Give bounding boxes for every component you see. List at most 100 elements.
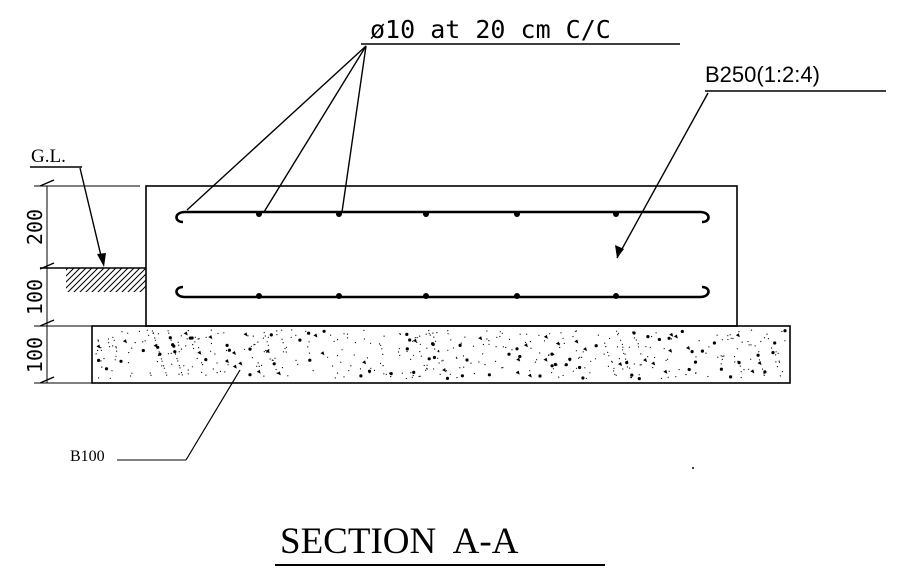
speckle-dot (272, 362, 276, 366)
speckle-dot (119, 359, 123, 363)
speckle-dot (267, 336, 269, 338)
speckle-dot (363, 338, 365, 340)
speckle-dot (282, 342, 284, 344)
speckle-dot (721, 358, 723, 360)
speckle-dot (262, 337, 264, 339)
dimension-bottom: 100 (23, 337, 47, 373)
speckle-dot (562, 337, 564, 339)
speckle-dot (462, 355, 465, 357)
dimension-top: 200 (23, 209, 47, 245)
speckle-dot (651, 335, 653, 338)
speckle-dot (716, 334, 718, 336)
speckle-dot (187, 330, 189, 332)
speckle-dot (281, 338, 283, 340)
speckle-dot (640, 353, 642, 355)
speckle-dot (739, 365, 741, 367)
speckle-dot (127, 362, 130, 364)
speckle-dot (433, 368, 435, 370)
speckle-dot (548, 354, 550, 356)
speckle-dot (264, 335, 266, 337)
lean-concrete-label: B100 (70, 448, 105, 465)
speckle-dot (114, 359, 116, 361)
speckle-dot (180, 348, 183, 350)
speckle-dot (665, 359, 667, 361)
speckle-dot (161, 365, 163, 367)
speckle-dot (198, 338, 200, 340)
speckle-dot (434, 340, 437, 342)
speckle-dot (168, 336, 172, 340)
speckle-dot (622, 368, 624, 370)
speckle-dot (553, 362, 558, 367)
speckle-dot (589, 372, 591, 374)
speckle-dot (190, 336, 194, 340)
speckle-dot (171, 363, 173, 365)
speckle-dot (758, 351, 760, 353)
speckle-dot (131, 347, 133, 349)
speckle-dot (186, 338, 188, 340)
speckle-dot (487, 373, 491, 377)
speckle-dot (171, 343, 175, 347)
speckle-dot (100, 360, 102, 362)
speckle-dot (560, 332, 562, 334)
speckle-dot (632, 331, 636, 335)
speckle-dot (637, 343, 639, 345)
speckle-dot (429, 334, 431, 336)
speckle-dot (705, 352, 707, 354)
speckle-dot (632, 331, 634, 333)
speckle-dot (543, 340, 546, 342)
speckle-dot (291, 329, 293, 331)
speckle-dot (382, 365, 384, 367)
speckle-dot (712, 341, 717, 345)
speckle-dot (128, 352, 130, 354)
speckle-dot (113, 339, 115, 341)
speckle-dot (719, 367, 724, 371)
speckle-dot (187, 369, 189, 371)
speckle-dot (433, 336, 435, 338)
speckle-dot (131, 372, 133, 374)
speckle-dot (552, 368, 555, 370)
speckle-dot (607, 365, 610, 367)
speckle-dot (167, 353, 169, 355)
speckle-dot (97, 339, 99, 341)
aggregate-chip (231, 351, 236, 355)
speckle-dot (224, 371, 226, 373)
speckle-dot (680, 329, 684, 334)
speckle-dot (263, 375, 265, 377)
speckle-dot (177, 341, 179, 343)
speckle-dot (108, 346, 111, 348)
speckle-dot (638, 374, 640, 376)
speckle-dot (501, 332, 503, 334)
speckle-dot (639, 364, 641, 366)
speckle-dot (158, 352, 162, 356)
speckle-dot (558, 376, 560, 378)
speckle-dot (197, 338, 199, 340)
speckle-dot (284, 347, 286, 350)
speckle-dot (640, 364, 642, 366)
speckle-dot (401, 372, 403, 374)
speckle-dot (192, 344, 194, 346)
speckle-dot (579, 356, 581, 358)
speckle-dot (408, 338, 412, 342)
speckle-dot (581, 376, 585, 380)
concrete-grade-arrow (615, 245, 624, 258)
aggregate-chip (313, 333, 318, 338)
speckle-dot (628, 346, 630, 348)
speckle-dot (622, 349, 624, 351)
speckle-dot (257, 341, 259, 343)
speckle-dot (496, 336, 498, 338)
speckle-dot (127, 332, 129, 334)
speckle-dot (385, 373, 387, 375)
speckle-dot (495, 346, 497, 348)
aggregate-chip (208, 335, 213, 340)
concrete-grade-label: B250(1:2:4) (705, 62, 820, 87)
speckle-dot (721, 339, 723, 341)
speckle-dot (340, 361, 342, 363)
speckle-dot (717, 356, 719, 358)
speckle-dot (227, 348, 231, 352)
speckle-dot (399, 354, 401, 357)
speckle-dot (763, 373, 765, 375)
speckle-dot (369, 372, 371, 374)
speckle-dot (166, 374, 168, 376)
speckle-dot (738, 331, 740, 333)
concrete-grade-leader (616, 92, 709, 259)
